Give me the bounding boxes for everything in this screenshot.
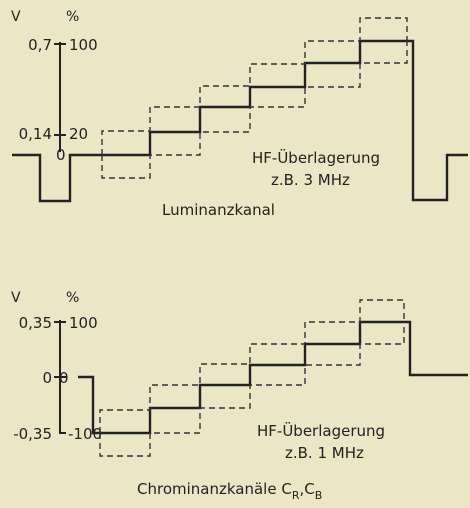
chr-caption-sub-r: R — [292, 489, 300, 502]
lum-unit-volt: V — [11, 9, 21, 25]
lum-envelope-lower — [101, 41, 408, 179]
chr-tick-label-0-35: 0,35 — [19, 314, 52, 332]
lum-caption: Luminanzkanal — [162, 201, 275, 219]
lum-annotation-line2: z.B. 3 MHz — [271, 171, 350, 189]
chrominance-plot: V % 0,35 0 -0,35 100 0 -100 HF-Überlager… — [11, 290, 468, 502]
chr-staircase — [78, 320, 468, 435]
luminance-plot: V % 0,7 0,14 100 20 0 HF-Überlagerung z.… — [11, 9, 468, 219]
lum-tick-label-0-14: 0,14 — [19, 125, 52, 143]
chr-envelope-upper — [99, 299, 405, 433]
lum-tick-label-20: 20 — [69, 125, 88, 143]
chr-envelope-lower — [99, 322, 405, 457]
chr-tick-label-minus-0-35: -0,35 — [13, 425, 52, 443]
chr-annotation-line2: z.B. 1 MHz — [285, 444, 364, 462]
lum-tick-label-0-7: 0,7 — [28, 36, 52, 54]
lum-tick-label-0: 0 — [56, 146, 66, 164]
chr-annotation-line1: HF-Überlagerung — [257, 421, 385, 440]
lum-staircase — [12, 39, 468, 203]
chr-tick-label-zero-percent: 0 — [59, 369, 69, 387]
chr-unit-volt: V — [11, 290, 21, 306]
chr-caption: Chrominanzkanäle CR,CB — [137, 480, 322, 502]
chr-caption-sub-b: B — [315, 489, 323, 502]
lum-unit-percent: % — [66, 9, 79, 25]
lum-envelope-upper — [101, 17, 408, 155]
chr-caption-main: Chrominanzkanäle C — [137, 480, 292, 498]
chr-unit-percent: % — [66, 290, 79, 306]
chr-caption-sep: ,C — [299, 480, 314, 498]
lum-tick-label-100: 100 — [69, 36, 98, 54]
lum-annotation-line1: HF-Überlagerung — [252, 148, 380, 167]
chr-tick-label-zero-volt: 0 — [42, 369, 52, 387]
chr-tick-label-100: 100 — [69, 314, 98, 332]
